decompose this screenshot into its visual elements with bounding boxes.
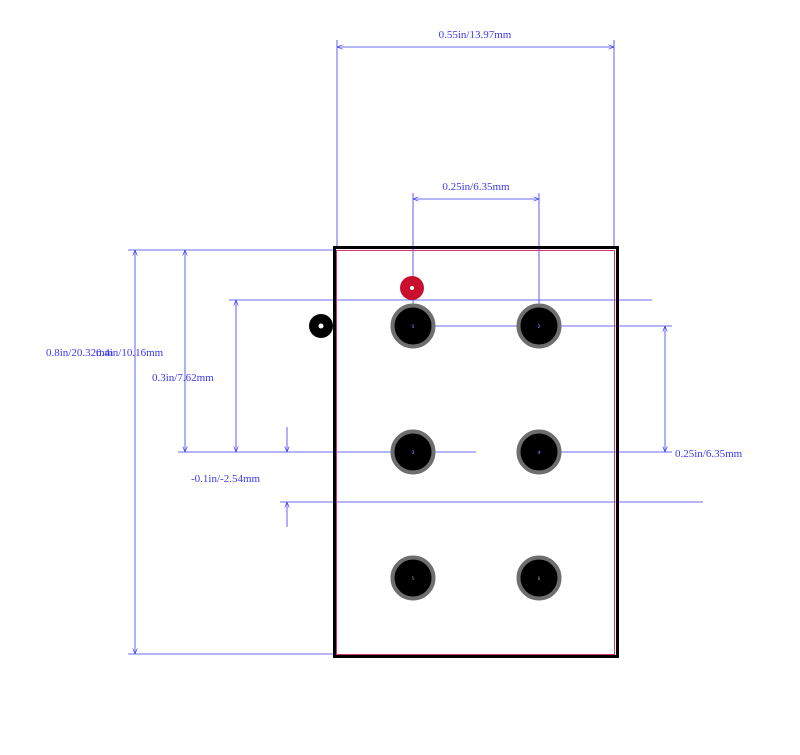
origin-marker — [309, 314, 333, 338]
dim-total-width — [336, 40, 615, 248]
dim-left-group — [128, 249, 703, 655]
pad-center-marks — [411, 325, 541, 453]
pad-label: 1 — [412, 324, 415, 329]
pad-6: 6 — [516, 555, 562, 601]
dim-total-height-label: 0.8in/20.32mm — [46, 347, 114, 359]
courtyard-outline — [336, 250, 615, 655]
dim-total-width-label: 0.55in/13.97mm — [439, 29, 512, 41]
pad-label: 4 — [538, 450, 541, 455]
dim-pitch-vertical-label: 0.25in/6.35mm — [675, 448, 743, 460]
dim-offset-negative-label: -0.1in/-2.54mm — [191, 473, 260, 485]
dim-height-mid-label: 0.3in/7.62mm — [152, 372, 214, 384]
pad-label: 3 — [412, 450, 415, 455]
component-outline — [333, 246, 619, 658]
pin1-marker — [400, 276, 424, 300]
dim-pitch-horizontal — [412, 193, 540, 326]
pad-label: 6 — [538, 576, 541, 581]
pad-ring — [390, 555, 436, 601]
pin1-marker-center — [410, 286, 414, 290]
dim-pitch-horizontal-label: 0.25in/6.35mm — [442, 181, 510, 193]
pad-ring — [516, 555, 562, 601]
dim-height-upper-label: 0.4in/10.16mm — [96, 347, 164, 359]
pad-label: 5 — [412, 576, 415, 581]
pad-label: 2 — [538, 324, 541, 329]
pad-5: 5 — [390, 555, 436, 601]
origin-marker-center — [318, 323, 324, 329]
